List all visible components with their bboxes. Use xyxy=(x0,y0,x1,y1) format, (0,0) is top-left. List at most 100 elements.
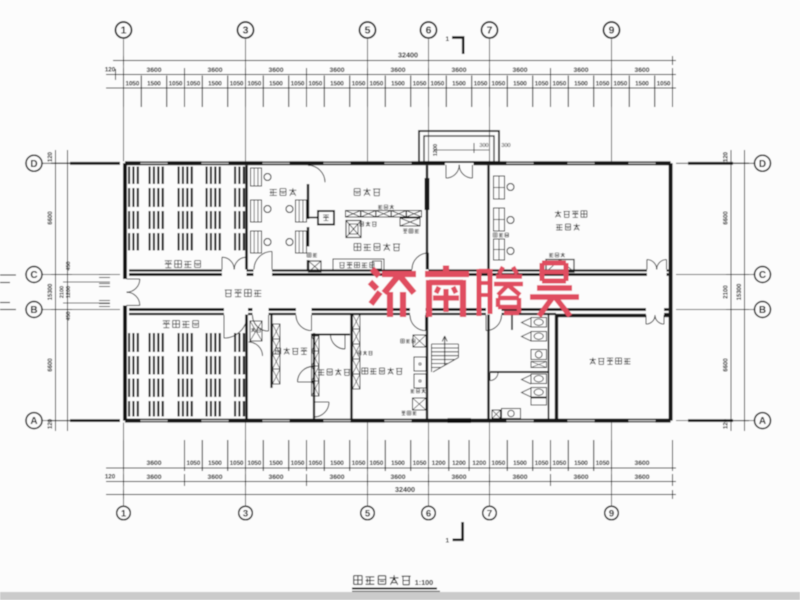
svg-text:A: A xyxy=(30,416,37,427)
svg-text:1500: 1500 xyxy=(147,80,161,87)
svg-text:1500: 1500 xyxy=(391,80,405,87)
svg-text:3600: 3600 xyxy=(573,474,588,481)
svg-text:32400: 32400 xyxy=(395,485,415,494)
svg-text:1: 1 xyxy=(445,538,449,545)
svg-text:D: D xyxy=(30,159,37,170)
svg-text:1500: 1500 xyxy=(208,460,222,467)
svg-text:1050: 1050 xyxy=(614,80,628,87)
svg-text:1050: 1050 xyxy=(553,460,567,467)
svg-text:1200: 1200 xyxy=(66,286,72,298)
svg-text:D: D xyxy=(759,159,766,170)
svg-text:3600: 3600 xyxy=(329,67,344,74)
svg-text:1050: 1050 xyxy=(230,80,244,87)
svg-text:3600: 3600 xyxy=(207,67,222,74)
svg-text:2100: 2100 xyxy=(724,285,730,299)
svg-text:1050: 1050 xyxy=(596,460,610,467)
svg-text:3600: 3600 xyxy=(268,474,283,481)
svg-text:6600: 6600 xyxy=(48,211,54,225)
svg-text:3600: 3600 xyxy=(390,67,405,74)
svg-text:3600: 3600 xyxy=(512,67,527,74)
svg-text:1: 1 xyxy=(121,25,127,37)
svg-text:1050: 1050 xyxy=(291,460,305,467)
svg-text:B: B xyxy=(759,305,766,316)
svg-text:1050: 1050 xyxy=(657,80,671,87)
svg-text:3600: 3600 xyxy=(146,67,161,74)
svg-text:3600: 3600 xyxy=(451,67,466,74)
svg-text:C: C xyxy=(759,270,766,281)
svg-text:1500: 1500 xyxy=(513,460,527,467)
svg-text:1500: 1500 xyxy=(574,460,588,467)
svg-text:3600: 3600 xyxy=(512,474,527,481)
svg-text:3600: 3600 xyxy=(451,474,466,481)
svg-text:7: 7 xyxy=(487,25,493,37)
svg-text:1200: 1200 xyxy=(472,460,486,467)
svg-text:120: 120 xyxy=(105,67,116,74)
svg-text:1050: 1050 xyxy=(352,460,366,467)
svg-text:1050: 1050 xyxy=(126,80,140,87)
svg-text:B: B xyxy=(30,305,37,316)
svg-text:1050: 1050 xyxy=(474,80,488,87)
svg-text:1500: 1500 xyxy=(452,80,466,87)
svg-text:3600: 3600 xyxy=(634,460,649,467)
svg-text:3600: 3600 xyxy=(268,67,283,74)
svg-text:1050: 1050 xyxy=(413,80,427,87)
svg-text:120: 120 xyxy=(48,418,54,429)
svg-text:1050: 1050 xyxy=(596,80,610,87)
svg-text:1050: 1050 xyxy=(248,460,262,467)
svg-text:120: 120 xyxy=(48,151,54,162)
svg-text:120: 120 xyxy=(105,474,116,481)
svg-text:1050: 1050 xyxy=(309,460,323,467)
svg-text:3600: 3600 xyxy=(329,474,344,481)
svg-text:9: 9 xyxy=(609,508,614,519)
svg-text:300: 300 xyxy=(479,143,488,149)
svg-text:3: 3 xyxy=(243,25,249,37)
svg-text:1050: 1050 xyxy=(535,80,549,87)
svg-text:3: 3 xyxy=(243,508,248,519)
svg-text:9: 9 xyxy=(609,25,615,37)
svg-text:5: 5 xyxy=(365,508,371,519)
svg-text:450: 450 xyxy=(66,311,72,320)
svg-text:3600: 3600 xyxy=(390,474,405,481)
svg-text:7: 7 xyxy=(487,508,492,519)
svg-text:3600: 3600 xyxy=(634,67,649,74)
svg-text:C: C xyxy=(30,270,37,281)
svg-text:1050: 1050 xyxy=(535,460,549,467)
svg-text:5: 5 xyxy=(365,25,371,37)
svg-text:1:100: 1:100 xyxy=(415,578,433,587)
svg-text:1050: 1050 xyxy=(492,80,506,87)
svg-text:1050: 1050 xyxy=(492,460,506,467)
svg-text:3600: 3600 xyxy=(634,474,649,481)
svg-text:1500: 1500 xyxy=(513,80,527,87)
svg-text:1500: 1500 xyxy=(330,80,344,87)
svg-text:1050: 1050 xyxy=(169,80,183,87)
svg-text:2100: 2100 xyxy=(60,286,66,298)
svg-text:1050: 1050 xyxy=(187,80,201,87)
svg-text:120: 120 xyxy=(724,418,730,429)
svg-text:1500: 1500 xyxy=(269,80,283,87)
svg-text:1050: 1050 xyxy=(230,460,244,467)
svg-text:15300: 15300 xyxy=(48,283,54,300)
svg-text:1050: 1050 xyxy=(187,460,201,467)
svg-text:32400: 32400 xyxy=(398,51,418,60)
svg-text:A: A xyxy=(759,416,766,427)
svg-text:3600: 3600 xyxy=(146,460,161,467)
svg-text:450: 450 xyxy=(66,261,72,270)
svg-text:1500: 1500 xyxy=(330,460,344,467)
svg-text:1500: 1500 xyxy=(635,80,649,87)
svg-text:1050: 1050 xyxy=(309,80,323,87)
svg-text:1200: 1200 xyxy=(433,144,439,156)
svg-text:1050: 1050 xyxy=(553,80,567,87)
svg-text:1050: 1050 xyxy=(431,80,445,87)
svg-text:1200: 1200 xyxy=(452,460,466,467)
svg-text:1050: 1050 xyxy=(352,80,366,87)
svg-text:6600: 6600 xyxy=(724,358,730,372)
svg-text:6600: 6600 xyxy=(724,211,730,225)
svg-text:1500: 1500 xyxy=(391,460,405,467)
svg-text:300: 300 xyxy=(501,143,510,149)
svg-text:6600: 6600 xyxy=(48,358,54,372)
svg-text:1050: 1050 xyxy=(370,460,384,467)
svg-text:6: 6 xyxy=(426,508,431,519)
svg-text:1: 1 xyxy=(121,508,127,519)
svg-text:1050: 1050 xyxy=(248,80,262,87)
svg-text:3600: 3600 xyxy=(146,474,161,481)
